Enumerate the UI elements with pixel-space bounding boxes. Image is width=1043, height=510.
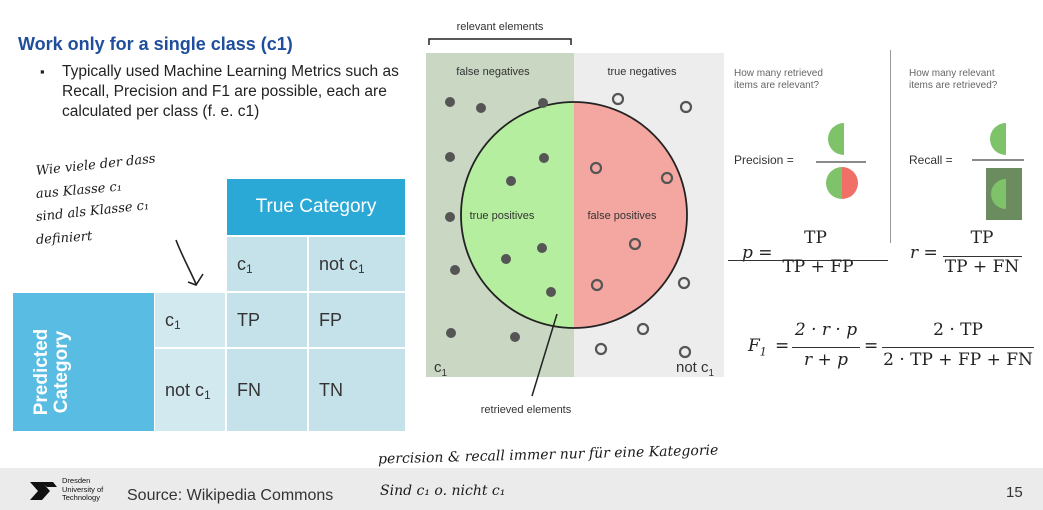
true-category-label: True Category <box>255 196 377 217</box>
col-c1-sub: 1 <box>246 262 253 276</box>
recall-label: Recall = <box>909 153 953 167</box>
slide-title: Work only for a single class (c1) <box>18 34 293 54</box>
tu-dresden-logo-icon <box>30 482 57 500</box>
precision-fraction-line <box>728 260 888 261</box>
bullet-marker: ▪ <box>40 64 45 79</box>
recall-formula: r = TP TP + FN <box>890 228 1035 278</box>
col-not-c1-sub: 1 <box>358 262 365 276</box>
handwritten-note-bottom-2: Sind c₁ o. nicht c₁ <box>380 483 506 499</box>
recall-numerator: TP <box>970 228 994 248</box>
precision-formula: p = TP TP + FP <box>728 228 888 278</box>
page-number: 15 <box>1006 484 1023 501</box>
precision-question: How many retrieved items are relevant? <box>734 68 823 91</box>
col-c1-text: c <box>237 253 246 274</box>
row-c1-text: c <box>165 309 174 330</box>
false-positives-label: false positives <box>587 210 657 222</box>
precision-lhs: p = <box>742 243 773 263</box>
recall-lhs: r = <box>910 243 938 263</box>
f1-fraction-line-1 <box>792 347 860 348</box>
f1-lhs-sub: 1 <box>759 345 767 359</box>
source-label: Source: Wikipedia Commons <box>127 487 334 504</box>
f1-lhs: F1 <box>748 336 767 358</box>
footer-bar <box>0 468 1043 510</box>
bullet-text: Typically used Machine Learning Metrics … <box>62 63 399 120</box>
f1-fraction-line-2 <box>882 347 1034 348</box>
f1-equals-2: = <box>864 336 879 356</box>
retrieved-circle <box>460 101 688 329</box>
precision-numerator: TP <box>804 228 827 248</box>
c1-label: c1 <box>434 359 448 379</box>
divider-line <box>890 50 891 243</box>
predicted-category-label: Predicted Category <box>31 328 72 416</box>
not-c1-label: not c1 <box>676 359 715 379</box>
row-not-c1-text: not c <box>165 379 205 400</box>
tn-text: TN <box>319 379 343 400</box>
retrieved-elements-label: retrieved elements <box>481 404 572 416</box>
true-positives-label: true positives <box>470 210 535 222</box>
matrix-cell-tp: TP <box>226 292 308 348</box>
relevant-elements-label: relevant elements <box>457 21 544 33</box>
row-not-c1-sub: 1 <box>204 388 211 402</box>
false-positives-half <box>574 102 687 328</box>
matrix-cell-tn: TN <box>308 348 406 432</box>
false-negatives-label: false negatives <box>456 66 530 78</box>
matrix-cell-fp: FP <box>308 292 406 348</box>
col-not-c1-text: not c <box>319 253 359 274</box>
precision-recall-diagram: relevant elements false negatives true n… <box>426 21 724 416</box>
fn-text: FN <box>237 379 261 400</box>
precision-denominator: TP + FP <box>782 257 854 277</box>
f1-denominator-2: 2 · TP + FP + FN <box>883 350 1033 370</box>
f1-lhs-text: F <box>748 336 760 356</box>
recall-pictogram <box>972 123 1024 220</box>
row-c1-sub: 1 <box>174 318 181 332</box>
matrix-cell-fn: FN <box>226 348 308 432</box>
f1-denominator-1: r + p <box>803 350 849 370</box>
recall-question: How many relevant items are retrieved? <box>909 68 998 91</box>
recall-denominator: TP + FN <box>944 257 1020 277</box>
handwritten-arrow-icon <box>175 239 204 286</box>
recall-fraction-line <box>943 256 1022 257</box>
true-category-header: True Category <box>226 178 406 236</box>
f1-equals-1: = <box>775 336 790 356</box>
true-negatives-label: true negatives <box>607 66 677 78</box>
precision-pictogram <box>816 123 866 199</box>
f1-numerator-1: 2 · r · p <box>794 320 858 340</box>
tp-text: TP <box>237 309 261 330</box>
relevant-bracket <box>428 38 572 45</box>
f1-numerator-2: 2 · TP <box>933 320 983 340</box>
predicted-category-header <box>12 292 155 432</box>
retrieved-pointer <box>531 313 558 397</box>
handwritten-note-bottom-1: percision & recall immer nur für eine Ka… <box>377 442 719 468</box>
f1-formula: F1 = 2 · r · p r + p = 2 · TP 2 · TP + F… <box>748 320 1040 376</box>
precision-label: Precision = <box>734 153 794 167</box>
fp-text: FP <box>319 309 343 330</box>
logo-text: Dresden University of Technology <box>62 476 104 502</box>
